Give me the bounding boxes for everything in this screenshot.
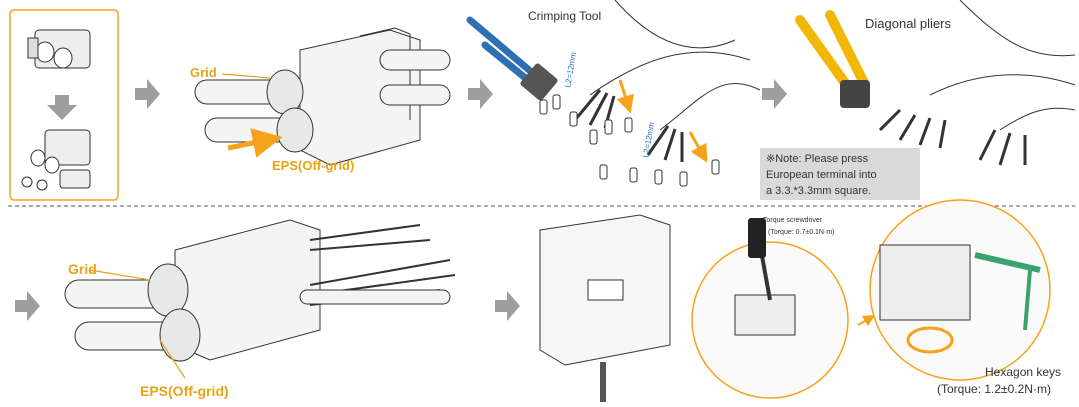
- hexagon-keys-torque: (Torque: 1.2±0.2N·m): [937, 382, 1051, 396]
- step1-connector-box: [9, 9, 119, 201]
- grid-label-bottom: Grid: [68, 261, 97, 277]
- note-line-2: European terminal into: [766, 169, 877, 181]
- zoom-circle-terminal: [691, 218, 849, 399]
- hexagon-key-icon: [974, 252, 1041, 273]
- crimping-tool-label: Crimping Tool: [528, 9, 601, 23]
- zoom-circle-hexagon: [869, 199, 1051, 381]
- right-arrow-icon: [762, 79, 787, 109]
- l2-label-bottom: L2=12mm: [641, 121, 656, 158]
- screwdriver-icon: [748, 218, 766, 258]
- note-box: ※Note: Please press European terminal in…: [760, 148, 920, 200]
- eps-label-bottom: EPS(Off-grid): [140, 383, 229, 399]
- inverter-icon: [539, 214, 671, 402]
- diagonal-pliers-icon: [795, 10, 870, 108]
- grid-label-top: Grid: [190, 65, 217, 80]
- down-arrow-icon: [47, 95, 77, 120]
- note-line-3: a 3.3.*3.3mm square.: [766, 185, 871, 197]
- eps-label-top: EPS(Off-grid): [272, 158, 354, 173]
- right-arrow-icon: [135, 79, 160, 109]
- connector-assembled-icon: [27, 29, 91, 69]
- torque-screwdriver-value: (Torque: 0.7±0.1N·m): [768, 229, 834, 236]
- note-line-1: ※Note: Please press: [766, 153, 869, 165]
- diagonal-pliers-label: Diagonal pliers: [865, 16, 951, 31]
- hexagon-keys-label: Hexagon keys: [985, 365, 1061, 379]
- right-arrow-icon: [468, 79, 493, 109]
- step5-connector-assembled: [64, 219, 456, 362]
- cable-bundle-right: [878, 0, 1076, 166]
- right-arrow-icon: [15, 291, 40, 321]
- cable-bundle-top: [573, 0, 761, 163]
- ferrules-scattered: [539, 94, 720, 187]
- right-arrow-icon: [495, 291, 520, 321]
- l2-label-top: L2=12mm: [563, 51, 578, 88]
- inverter-display: [587, 279, 624, 301]
- step2-connector-with-cables: [194, 27, 451, 166]
- torque-screwdriver-label: Torque screwdriver: [763, 217, 823, 224]
- crimping-tool-icon: [466, 16, 558, 101]
- connector-disassembled-icon: [21, 129, 91, 191]
